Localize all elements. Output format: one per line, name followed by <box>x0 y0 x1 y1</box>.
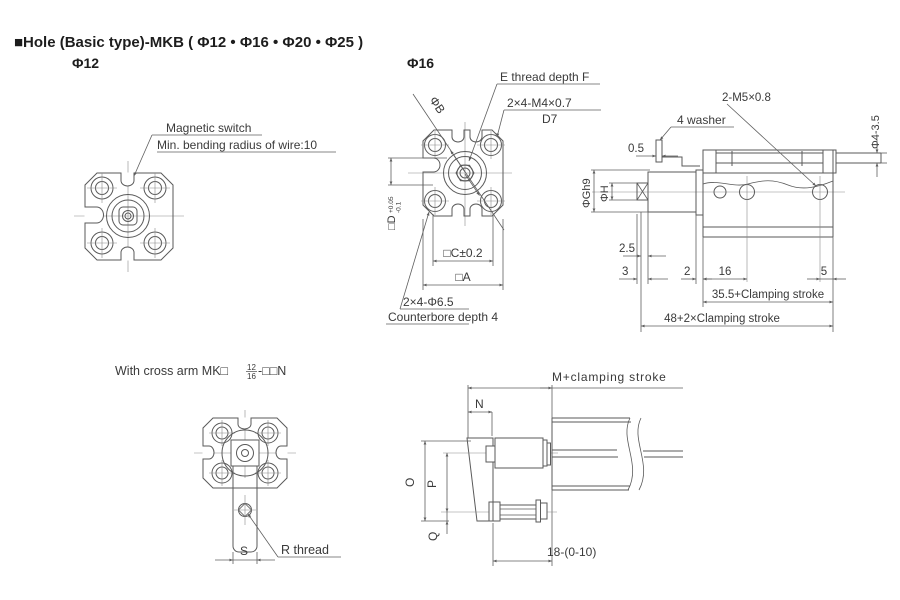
dim-2: 2 <box>684 266 690 278</box>
dim-05: 0.5 <box>628 143 644 155</box>
dim-o: O <box>403 478 417 487</box>
phi-b-label: ΦB <box>427 94 448 116</box>
side-bearing <box>636 182 649 201</box>
phi12-corner-holes <box>87 173 170 258</box>
cross-side-body <box>551 417 683 491</box>
cross-arm-arm <box>232 466 258 553</box>
phi12-view: Magnetic switch Min. bending radius of w… <box>74 121 336 272</box>
side-body <box>702 149 882 282</box>
thread-spec-label: 2×4-M4×0.7 <box>507 96 572 110</box>
cross-arm-frac-den: 16 <box>247 372 256 381</box>
min-bending-label: Min. bending radius of wire:10 <box>157 138 317 152</box>
phi16-view: ΦB E thread depth F 2×4-M4×0.7 D7 □D +0.… <box>386 70 601 325</box>
square-d-tol-plus: +0.05 <box>388 196 395 213</box>
view-label-phi16: Φ16 <box>407 55 434 71</box>
cross-arm-frac-num: 12 <box>247 363 256 372</box>
clamp-bolt <box>481 499 557 523</box>
washer-shape <box>655 139 663 163</box>
phi16-switch-slot <box>422 157 441 173</box>
counterbore-spec-label: 2×4-Φ6.5 <box>403 295 454 309</box>
magnetic-switch-label: Magnetic switch <box>166 121 251 135</box>
phi-h-label: ΦH <box>599 185 611 202</box>
cross-arm-caption-end: -□□N <box>258 364 286 378</box>
cross-arm-hub <box>230 439 260 467</box>
square-d-tol-minus: -0.1 <box>396 201 403 213</box>
side-view: ΦGh9 ΦH 0.5 4 washer <box>581 92 887 332</box>
phi16-bottom-notch-1 <box>451 203 465 217</box>
clamp-piston <box>494 437 544 469</box>
view-label-phi12: Φ12 <box>72 55 99 71</box>
square-a-label: □A <box>455 270 470 284</box>
dim-p: P <box>425 480 439 488</box>
dim-q: Q <box>426 532 440 541</box>
phi16-top-notch-2 <box>469 129 483 143</box>
phi16-top-notch-1 <box>451 129 465 143</box>
phi12-top-notch <box>120 172 135 187</box>
phi12-center-bore <box>106 194 150 238</box>
dim-48: 48+2×Clamping stroke <box>664 313 780 325</box>
phi16-bottom-notch-2 <box>469 203 483 217</box>
cross-side-view: M+clamping stroke N <box>403 370 683 566</box>
dim-s: S <box>240 544 248 558</box>
counterbore-depth-label: Counterbore depth 4 <box>388 310 498 324</box>
page-title: ■Hole (Basic type)-MKB ( Φ12 • Φ16 • Φ20… <box>14 34 363 51</box>
dim-355: 35.5+Clamping stroke <box>712 289 824 301</box>
square-c-label: □C±0.2 <box>443 246 483 260</box>
phi4-label: Φ4-3.5 <box>870 115 882 149</box>
side-plate <box>695 169 704 216</box>
phi12-body-outline <box>84 172 174 261</box>
dim-3: 3 <box>622 266 628 278</box>
cross-arm-corner-holes <box>209 420 281 486</box>
e-thread-label: E thread depth F <box>500 70 589 84</box>
dim-18: 18-(0-10) <box>547 545 596 559</box>
r-thread-label: R thread <box>281 543 329 557</box>
cross-arm-flange <box>202 417 288 489</box>
phi12-switch-slot <box>84 206 104 224</box>
cross-arm-caption: With cross arm MK□ <box>115 364 229 378</box>
r-thread-hole <box>234 495 256 525</box>
cross-arm-view: With cross arm MK□ 12 16 -□□N <box>115 363 341 564</box>
m-stroke-label: M+clamping stroke <box>552 370 667 384</box>
dim-5: 5 <box>821 266 827 278</box>
m5-label: 2-M5×0.8 <box>722 92 771 104</box>
dim-25: 2.5 <box>619 243 635 255</box>
square-d-label: □D +0.05 -0.1 <box>386 196 403 230</box>
washer-label: 4 washer <box>677 113 726 127</box>
phi-g-label: ΦGh9 <box>581 178 593 208</box>
phi12-bottom-notch <box>120 246 135 261</box>
svg-text:□D: □D <box>386 215 398 230</box>
thread-depth-label: D7 <box>542 112 558 126</box>
dim-16: 16 <box>719 266 732 278</box>
phi16-corner-holes <box>421 131 505 215</box>
dim-n: N <box>475 397 484 411</box>
